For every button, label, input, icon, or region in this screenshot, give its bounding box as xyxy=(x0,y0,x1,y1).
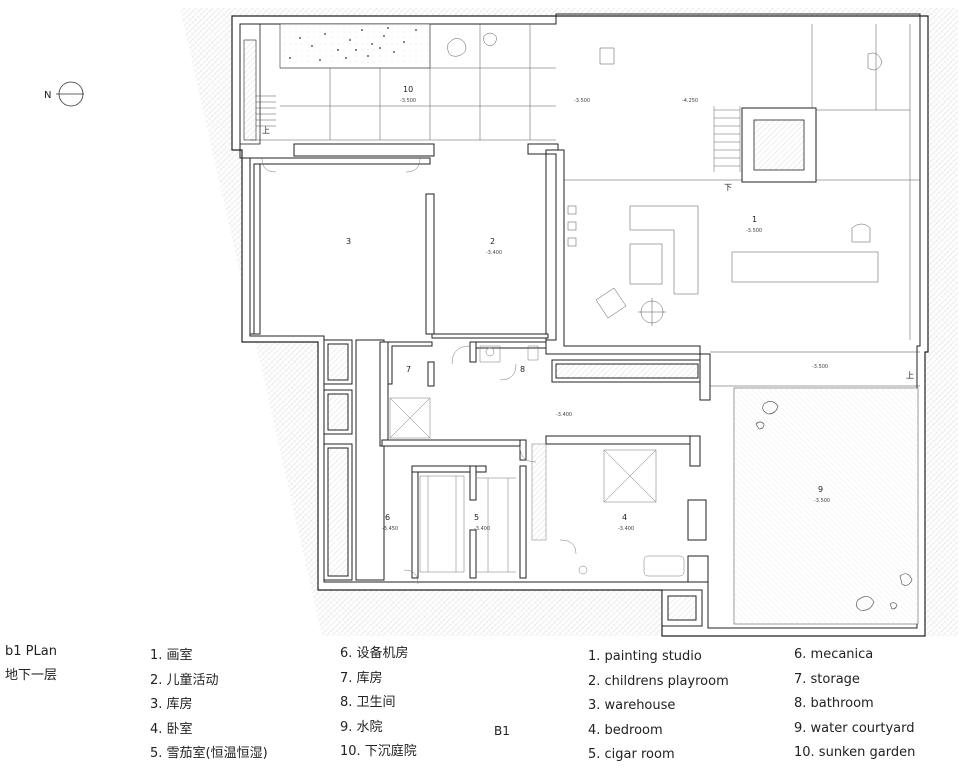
room-number-4: 4 xyxy=(622,513,627,522)
legend-cn-item: 6. 设备机房 xyxy=(340,646,409,661)
plan-title-en: b1 PLan xyxy=(5,644,57,659)
floor-tag: B1 xyxy=(494,724,510,738)
sunken-garden-area: 上 xyxy=(239,23,556,145)
legend-en-item: 2. childrens playroom xyxy=(588,673,729,689)
plan-title-cn: 地下一层 xyxy=(5,668,58,683)
north-arrow: N xyxy=(44,81,84,107)
room-elevation-4: -3.400 xyxy=(618,526,634,532)
legend-cn-item: 7. 库房 xyxy=(340,670,383,686)
stair-up-label-west: 上 xyxy=(262,126,270,135)
room-elevation-9: -3.500 xyxy=(814,498,830,504)
legend-cn-col2: 6. 设备机房 7. 库房 8. 卫生间 9. 水院 10. 下沉庭院 xyxy=(340,642,417,765)
legend-cn-col1: 1. 画室 2. 儿童活动 3. 库房 4. 卧室 5. 雪茄室(恒温恒湿) xyxy=(150,644,268,767)
legend-en-item: 10. sunken garden xyxy=(794,745,916,760)
legend-cn-item: 3. 库房 xyxy=(150,697,193,712)
elevation-west-court: -3.500 xyxy=(574,98,590,104)
room-number-6: 6 xyxy=(385,513,390,522)
legend-en-item: 8. bathroom xyxy=(794,696,874,711)
room-number-9: 9 xyxy=(818,485,823,494)
room-number-10: 10 xyxy=(403,85,413,94)
room-number-5: 5 xyxy=(474,513,479,522)
room-number-7: 7 xyxy=(406,365,411,374)
stair-down-label-studio: 下 xyxy=(724,183,732,192)
plan-title-block: b1 PLan 地下一层 xyxy=(5,640,57,688)
room-labels: 1 -3.500 2 -3.400 3 4 -3.400 5 -3.400 6 … xyxy=(346,85,830,532)
painting-studio-area xyxy=(556,24,920,340)
floor-plan-drawing: 上 下 xyxy=(44,8,958,637)
elevation-corridor: -3.400 xyxy=(556,412,572,418)
legend-en-item: 5. cigar room xyxy=(588,747,675,762)
room-elevation-10: -3.500 xyxy=(400,98,416,104)
legend-en-item: 1. painting studio xyxy=(588,649,702,664)
interior-walls xyxy=(249,143,711,627)
stair-up-label-east: 上 xyxy=(906,371,914,380)
legend-cn-item: 1. 画室 xyxy=(150,648,193,663)
legend-cn-item: 8. 卫生间 xyxy=(340,695,396,710)
legend-cn-item: 10. 下沉庭院 xyxy=(340,744,417,759)
room-elevation-1: -3.500 xyxy=(746,228,762,234)
legend-en-item: 3. warehouse xyxy=(588,698,676,713)
room-elevation-2: -3.400 xyxy=(486,250,502,256)
room-fixtures xyxy=(261,157,685,585)
legend-cn-item: 5. 雪茄室(恒温恒湿) xyxy=(150,746,268,761)
legend-cn-item: 4. 卧室 xyxy=(150,721,193,737)
water-courtyard-area: 上 xyxy=(710,351,920,625)
north-label: N xyxy=(44,90,51,101)
room-number-8: 8 xyxy=(520,365,525,374)
legend-en-item: 9. water courtyard xyxy=(794,720,915,736)
legend-cn-item: 2. 儿童活动 xyxy=(150,672,219,688)
room-number-1: 1 xyxy=(752,215,757,224)
legend-cn-item: 9. 水院 xyxy=(340,719,383,735)
room-elevation-6: -3.450 xyxy=(382,526,398,532)
room-number-3: 3 xyxy=(346,237,351,246)
room-number-2: 2 xyxy=(490,237,495,246)
elevation-studio-upper: -4.250 xyxy=(682,98,698,104)
legend-en-col1: 1. painting studio 2. childrens playroom… xyxy=(588,645,729,768)
legend-en-col2: 6. mecanica 7. storage 8. bathroom 9. wa… xyxy=(794,643,915,766)
room-elevation-5: -3.400 xyxy=(474,526,490,532)
legend-en-item: 4. bedroom xyxy=(588,722,663,738)
legend-en-item: 7. storage xyxy=(794,671,860,687)
legend-en-item: 6. mecanica xyxy=(794,647,874,662)
elevation-east-court: -3.500 xyxy=(812,364,828,370)
